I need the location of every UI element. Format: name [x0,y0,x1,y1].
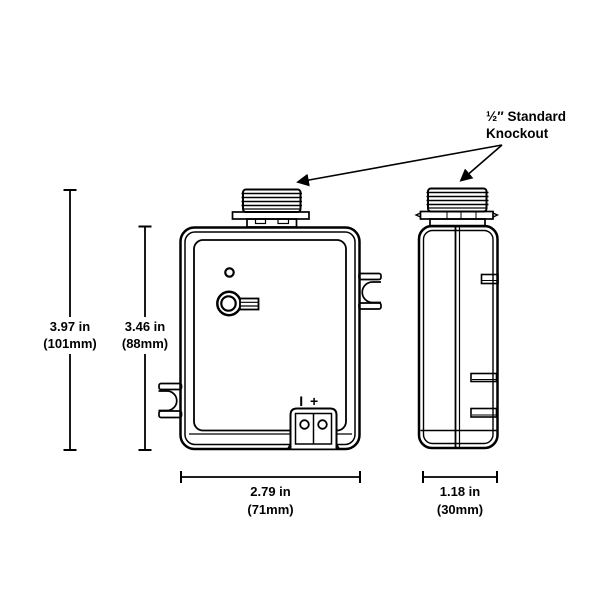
side-mounting-tabs [470,273,499,418]
body-width-in-label: 2.79 in [250,484,291,499]
right-mounting-tab [358,272,382,310]
overall-height-mm-label: (101mm) [43,336,96,351]
front-view: I + [158,188,382,451]
body-width-mm-label: (71mm) [247,502,293,517]
front-enclosure-outline [179,226,361,451]
body-height-in-label: 3.46 in [125,319,166,334]
front-enclosure-inner-edge [184,231,356,446]
dimension-overall-height: 3.97 in (101mm) [38,189,102,451]
front-faceplate [193,239,347,432]
led-indicator-icon [224,267,235,278]
dimension-depth: 1.18 in (30mm) [422,471,498,517]
dimension-body-width: 2.79 in (71mm) [180,471,361,517]
front-knockout-icon [231,188,310,228]
depth-mm-label: (30mm) [437,502,483,517]
depth-in-label: 1.18 in [440,484,481,499]
rotary-switch-icon [216,290,260,317]
left-mounting-tab [158,382,183,419]
terminal-screw-left-icon [299,419,310,430]
knockout-callout: ½″ Standard Knockout [296,109,566,187]
callout-arrow-to-side-knockout [459,144,503,182]
knockout-note-line1: ½″ Standard [486,109,566,124]
terminal-polarity-label: I + [299,393,319,409]
overall-height-in-label: 3.97 in [50,319,91,334]
terminal-block: I + [287,393,340,449]
knockout-note-line2: Knockout [486,126,549,141]
side-view [414,187,500,450]
callout-arrow-to-front-knockout [296,144,503,187]
side-knockout-icon [414,187,500,228]
side-enclosure-inner-edge [422,229,494,445]
dimension-body-height: 3.46 in (88mm) [114,225,176,451]
body-height-mm-label: (88mm) [122,336,168,351]
side-enclosure-outline [417,224,499,450]
terminal-screw-right-icon [317,419,328,430]
